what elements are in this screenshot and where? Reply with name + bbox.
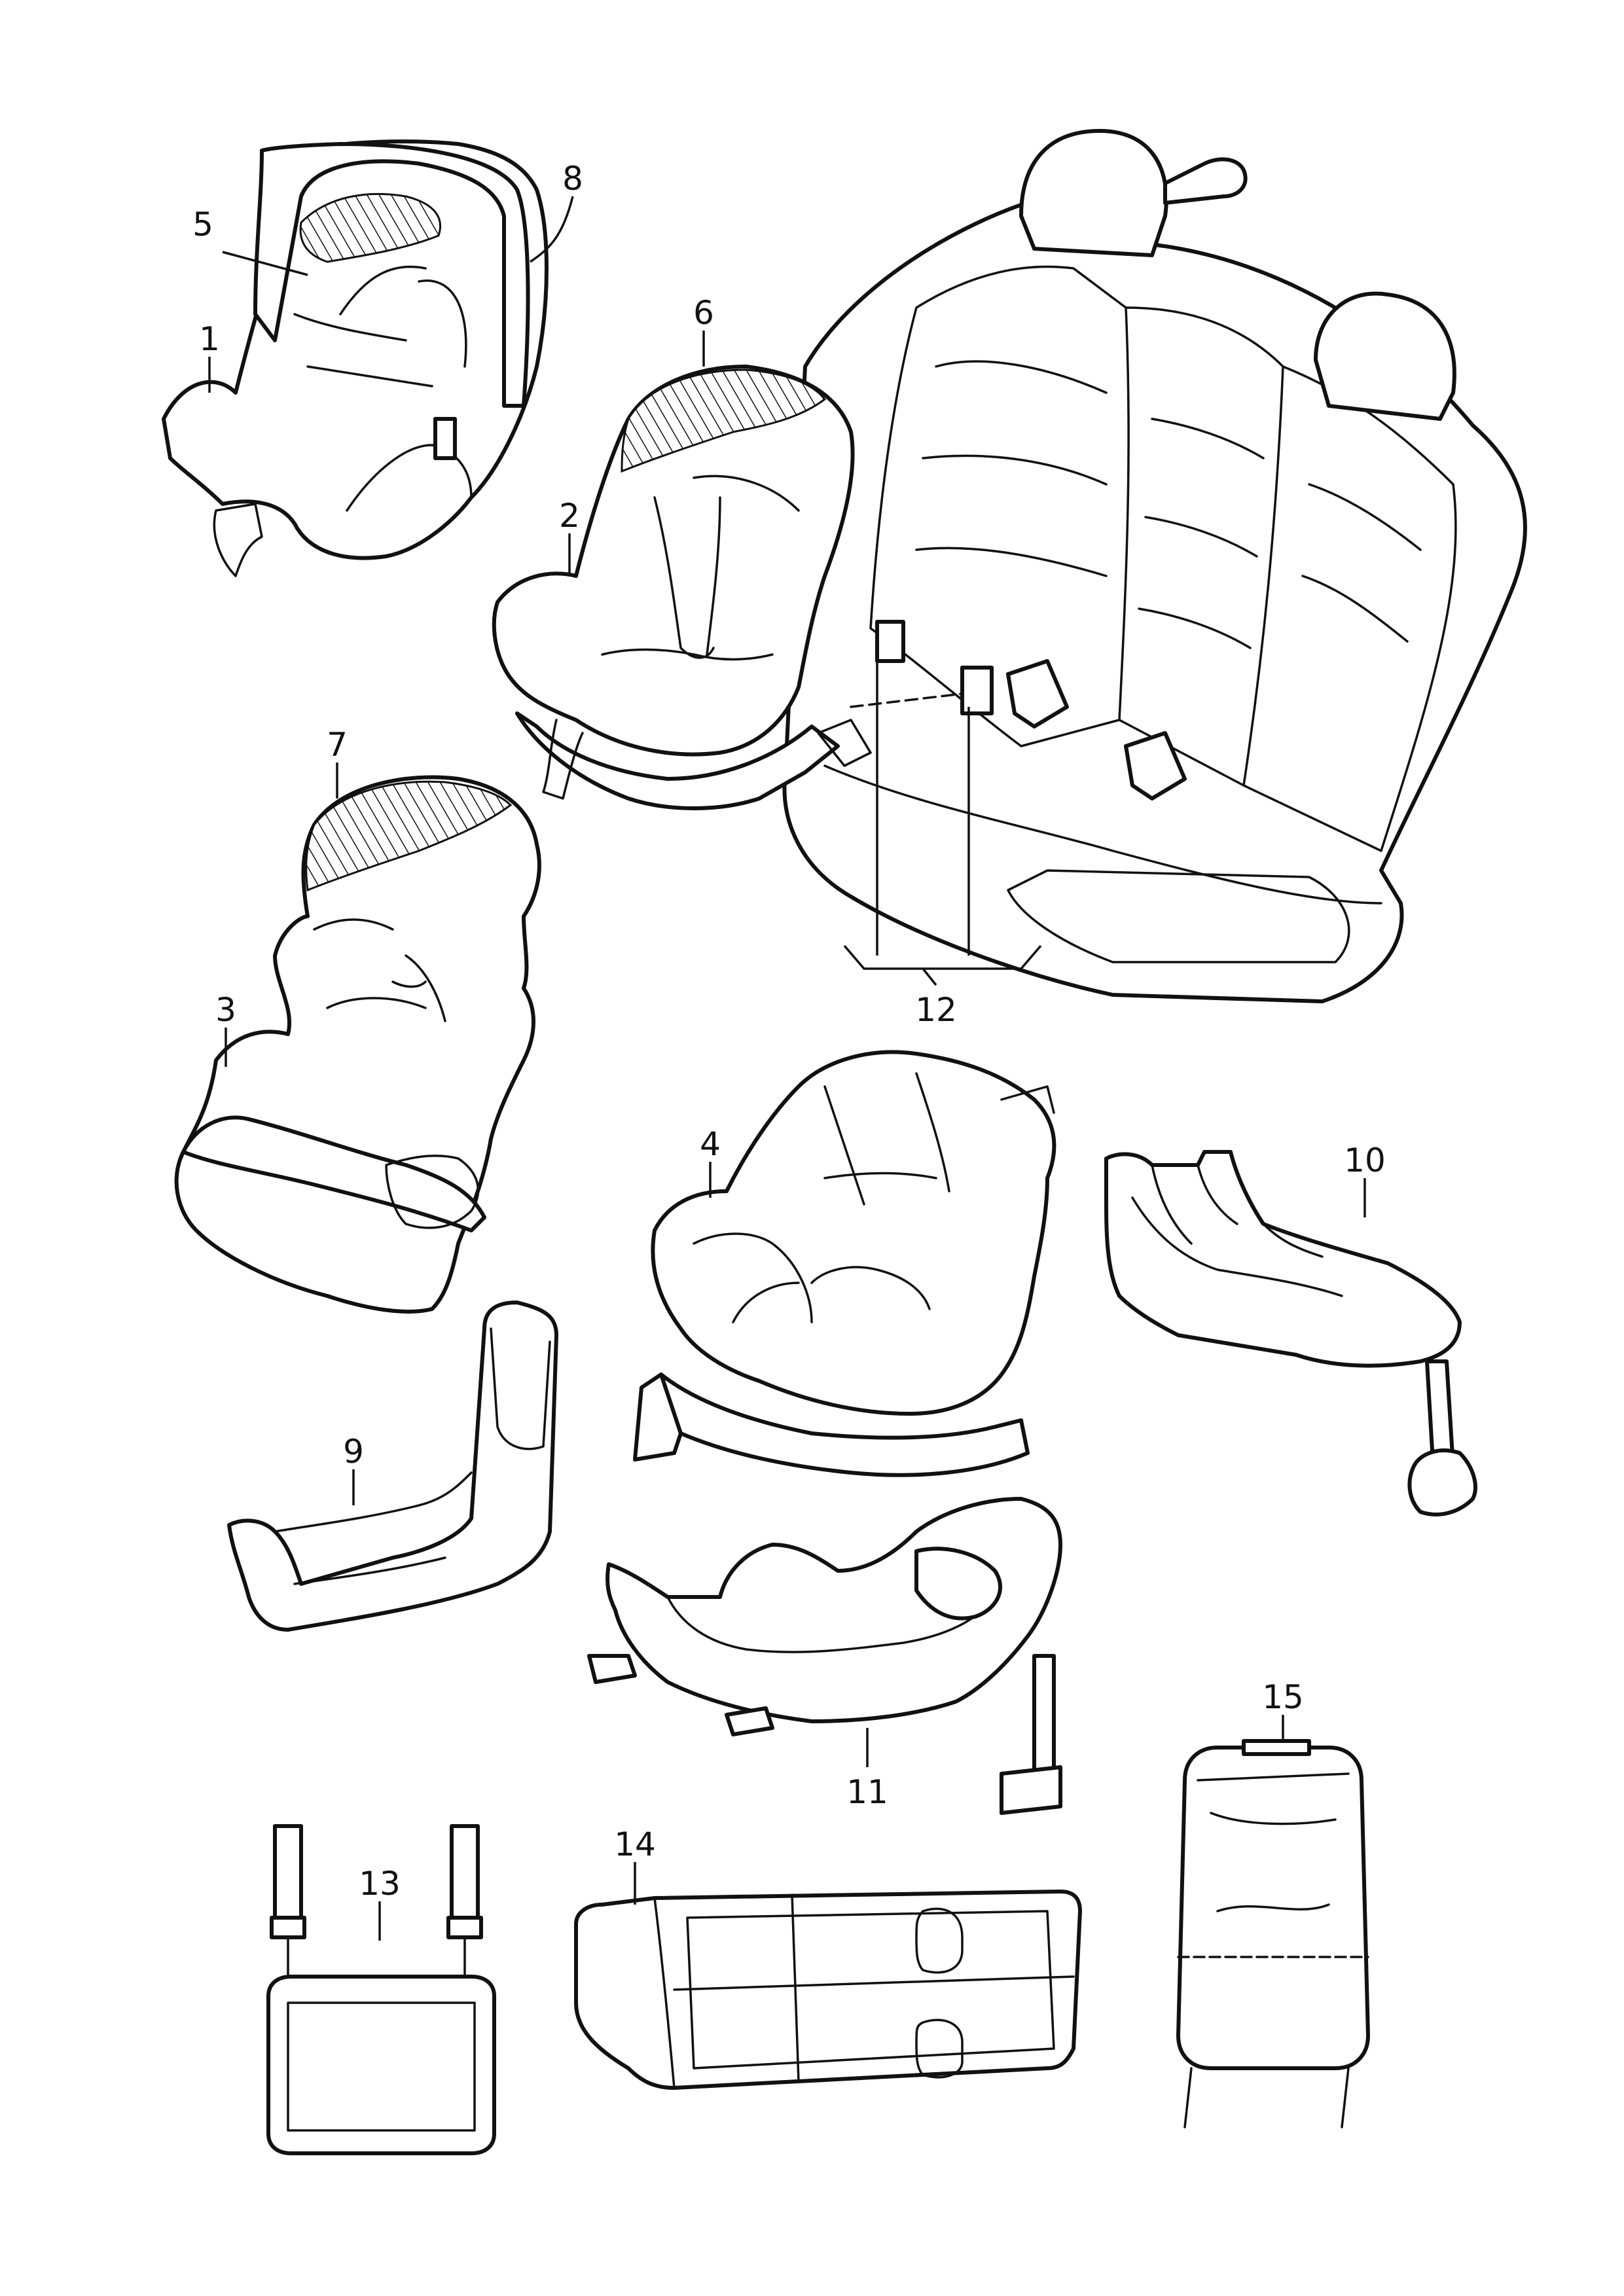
callout-6: 6 bbox=[693, 294, 714, 332]
toddler-seat bbox=[492, 365, 872, 810]
callout-12: 12 bbox=[915, 991, 957, 1029]
callout-7: 7 bbox=[327, 726, 348, 764]
high-back-booster bbox=[174, 775, 541, 1314]
booster-backrest-part bbox=[227, 1300, 558, 1632]
seat-back-organizer bbox=[1176, 1739, 1370, 2128]
callout-15: 15 bbox=[1262, 1678, 1304, 1716]
seat-protector-mat bbox=[574, 1890, 1082, 2090]
callout-14: 14 bbox=[614, 1825, 656, 1863]
isofix-base-with-leg bbox=[1104, 1150, 1477, 1516]
callout-11: 11 bbox=[846, 1773, 888, 1811]
callout-2: 2 bbox=[559, 497, 580, 535]
callout-3: 3 bbox=[215, 991, 236, 1029]
rear-bench-seat bbox=[782, 129, 1527, 1003]
callout-10: 10 bbox=[1344, 1141, 1386, 1179]
callout-9: 9 bbox=[343, 1433, 364, 1471]
callout-13: 13 bbox=[359, 1865, 401, 1903]
infant-carrier bbox=[162, 139, 549, 577]
callout-8: 8 bbox=[562, 160, 583, 198]
rotating-isofix-seat bbox=[633, 1050, 1056, 1477]
callout-labels: 1 2 3 4 5 6 7 8 9 10 11 12 13 14 15 bbox=[192, 160, 1386, 1903]
carrier-isofix-base bbox=[587, 1497, 1062, 1815]
leader-lines bbox=[208, 196, 1366, 1941]
callout-4: 4 bbox=[700, 1125, 721, 1163]
callout-5: 5 bbox=[192, 206, 213, 243]
tablet-holder bbox=[266, 1824, 496, 2155]
callout-1: 1 bbox=[199, 320, 220, 358]
